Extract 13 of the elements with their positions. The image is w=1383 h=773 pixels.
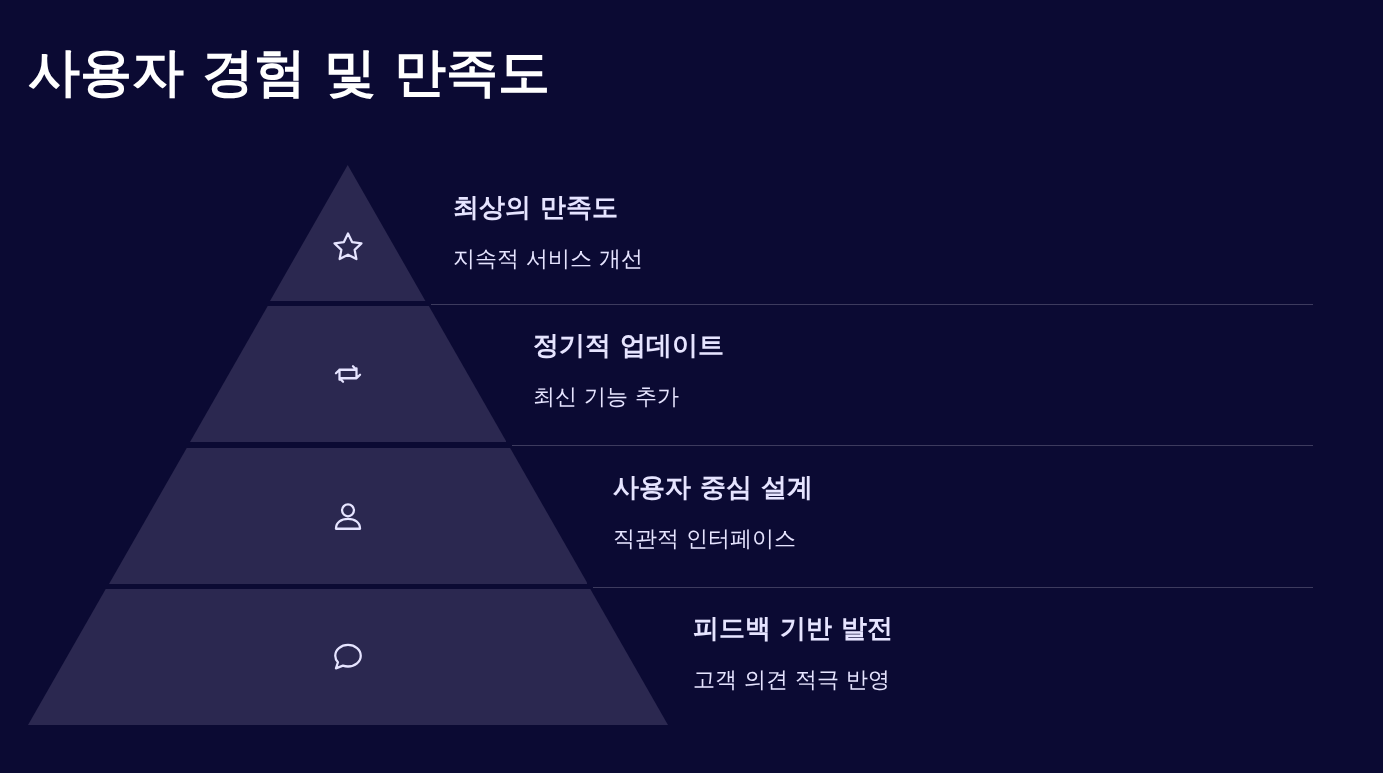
layer-heading: 최상의 만족도: [453, 191, 619, 224]
layer-description: 최신 기능 추가: [533, 383, 679, 411]
title: 사용자 경험 및 만족도: [28, 44, 551, 102]
layer-description: 지속적 서비스 개선: [453, 245, 643, 273]
layer-heading: 정기적 업데이트: [533, 329, 725, 362]
layer-description: 고객 의견 적극 반영: [693, 666, 890, 694]
layer-heading: 사용자 중심 설계: [613, 471, 814, 504]
layer-heading: 피드백 기반 발전: [693, 612, 894, 645]
pyramid-layer: [189, 306, 507, 442]
pyramid-layer: [108, 448, 588, 584]
pyramid-layer: [270, 165, 426, 301]
pyramid-layer: [28, 589, 668, 725]
layer-description: 직관적 인터페이스: [613, 525, 796, 553]
